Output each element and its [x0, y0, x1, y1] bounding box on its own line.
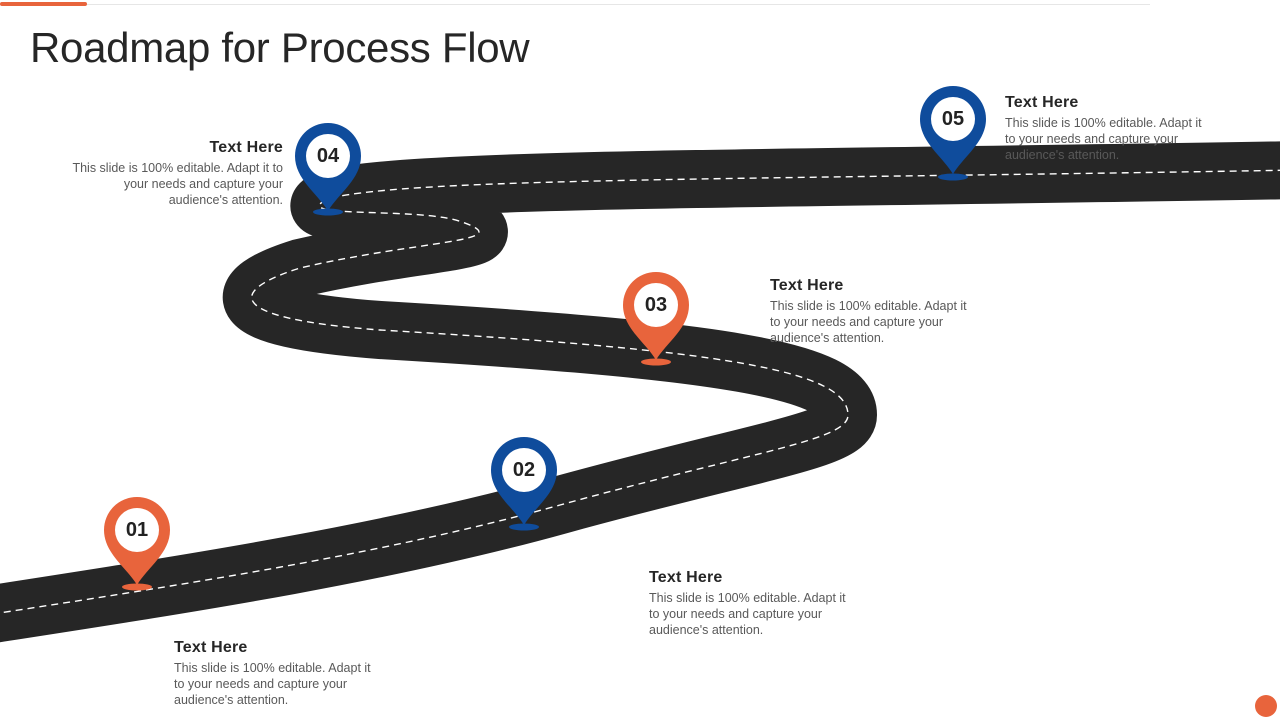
road-center-dashes: [0, 169, 1280, 614]
map-pin-icon: [491, 437, 557, 525]
pin-bases: [122, 173, 968, 591]
milestone-01-pin: 01: [102, 495, 172, 592]
milestone-heading: Text Here: [1005, 94, 1079, 111]
slide-title: Roadmap for Process Flow: [30, 24, 530, 71]
milestone-description: This slide is 100% editable. Adapt it to…: [649, 591, 846, 637]
milestone-description: This slide is 100% editable. Adapt it to…: [1005, 116, 1202, 162]
milestone-02-text: Text Here This slide is 100% editable. A…: [649, 569, 859, 638]
pin-base-shadow: [313, 208, 343, 216]
milestone-03-text: Text Here This slide is 100% editable. A…: [770, 277, 980, 346]
milestone-description: This slide is 100% editable. Adapt it to…: [72, 161, 283, 207]
milestone-number: 04: [316, 144, 340, 167]
milestone-number: 05: [941, 107, 965, 130]
top-accent-bar: [0, 2, 87, 6]
milestone-02-pin: 02: [489, 435, 559, 532]
map-pin-icon: [295, 123, 361, 211]
milestone-number: 01: [125, 518, 149, 541]
milestone-number: 03: [644, 293, 668, 316]
pin-base-shadow: [938, 173, 968, 181]
milestone-01-text: Text Here This slide is 100% editable. A…: [174, 639, 384, 708]
top-divider-line: [0, 4, 1150, 5]
map-pin-icon: [920, 86, 986, 174]
milestone-description: This slide is 100% editable. Adapt it to…: [174, 661, 371, 707]
pin-base-shadow: [509, 523, 539, 531]
milestone-05-pin: 05: [918, 84, 988, 181]
milestone-05-text: Text Here This slide is 100% editable. A…: [1005, 94, 1215, 163]
winding-road: [0, 141, 1280, 643]
corner-accent-dot: [1255, 695, 1277, 717]
milestone-heading: Text Here: [649, 569, 723, 586]
map-pin-icon: [104, 497, 170, 585]
milestone-04-text: Text Here This slide is 100% editable. A…: [70, 139, 283, 208]
pin-base-shadow: [122, 583, 152, 591]
milestone-heading: Text Here: [209, 139, 283, 156]
map-pin-icon: [623, 272, 689, 360]
milestone-heading: Text Here: [770, 277, 844, 294]
pin-base-shadow: [641, 358, 671, 366]
milestone-heading: Text Here: [174, 639, 248, 656]
milestone-description: This slide is 100% editable. Adapt it to…: [770, 299, 967, 345]
milestone-number: 02: [512, 458, 536, 481]
milestone-03-pin: 03: [621, 270, 691, 367]
milestone-04-pin: 04: [293, 121, 363, 218]
